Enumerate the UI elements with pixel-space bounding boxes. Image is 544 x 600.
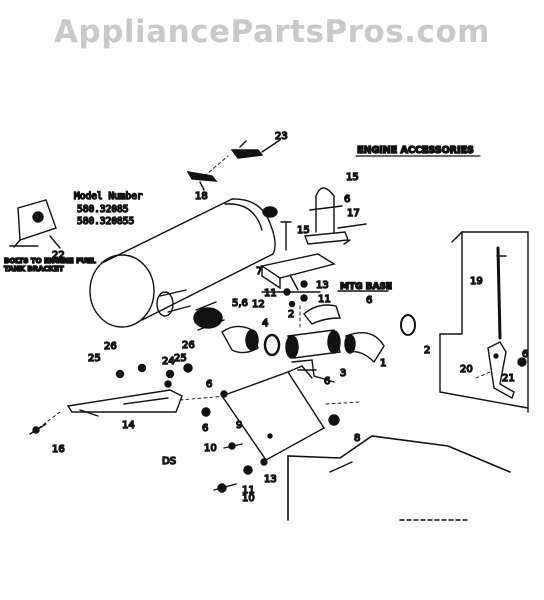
model-number-title: Model Number [74,191,143,202]
part-5-6-pipe [193,301,225,331]
callout-26b: 26 [182,340,195,351]
part-22-bracket [9,199,61,249]
callout-25b: 25 [174,353,187,364]
callout-5-6: 5,6 [232,298,248,309]
part-16-bolt [29,423,47,435]
nut-17 [343,239,351,245]
callout-12: 12 [252,299,265,310]
part-15-bolt [280,221,292,251]
callout-11c: 11 [242,485,255,496]
bolts-note-line1: BOLTS TO ENGINE FUEL [4,257,96,265]
part-2-gasket [263,333,281,357]
callout-24: 24 [162,356,175,367]
callout-22: 22 [52,250,65,261]
model-number-2: 580.320855 [77,216,134,227]
bolts-note-line2: TANK BRACKET [4,265,64,273]
callout-8: 8 [354,433,360,444]
nut-6e [201,407,211,417]
part-18-clip [186,171,218,191]
ds-label: DS [162,456,176,467]
callout-16: 16 [52,444,65,455]
callout-10a: 10 [204,443,217,454]
callout-11a: 11 [264,288,277,299]
lower-bolts [213,442,268,493]
callout-6d: 6 [206,379,212,390]
hardware-left-group [115,363,193,388]
callout-4: 4 [262,318,268,329]
part-9-mounting-plate [220,365,325,461]
part-23-bracket [230,139,281,159]
callout-10b: 10 [242,493,255,504]
callout-15a: 15 [346,172,359,183]
part-2-gasket-right [400,314,416,336]
callout-6f: 6 [522,349,528,360]
part-15-u-bolt [304,187,349,245]
leader-17 [337,223,367,229]
callout-23: 23 [275,131,288,142]
part-19-tube [496,246,507,340]
hardware-stack [261,280,321,308]
part-8-nut [328,414,340,426]
watermark: AppliancePartsPros.com [54,14,490,50]
callout-13a: 13 [316,280,329,291]
callout-6b: 6 [366,295,372,306]
part-20-bracket [487,341,515,400]
assembly-lines [35,155,491,431]
callout-26a: 26 [104,341,117,352]
part-3-coupling [285,304,341,359]
callout-19: 19 [470,276,483,287]
callout-6a: 6 [344,194,350,205]
mtg-base-label: MTG BASE [340,282,392,292]
part-7-mounting-bracket [260,253,336,291]
nut-6d [220,390,228,398]
muffler [89,198,278,328]
part-21-nut [517,357,527,367]
part-1-elbow [344,332,385,364]
inset-frame [439,231,529,413]
callout-3: 3 [340,368,346,379]
callout-1: 1 [380,358,386,369]
callout-21: 21 [502,373,515,384]
callout-11b: 11 [318,294,331,305]
callout-18: 18 [195,191,208,202]
callout-9: 9 [236,420,242,431]
part-14-strap [66,389,183,417]
callout-13b: 13 [264,474,277,485]
model-number-1: 580.32085 [77,204,128,215]
callout-14: 14 [122,420,135,431]
engine-outline [287,435,511,521]
callout-17: 17 [347,208,360,219]
callout-15b: 15 [297,225,310,236]
callout-6e: 6 [202,423,208,434]
part-4-elbow [221,325,259,354]
engine-outline-detail [329,461,353,473]
part-6-clamp-bracket [291,359,335,383]
callout-6c: 6 [324,376,330,387]
callout-2a: 2 [288,309,294,320]
callout-25a: 25 [88,353,101,364]
callout-20: 20 [460,364,473,375]
callout-2b: 2 [424,345,430,356]
callout-7: 7 [256,266,262,277]
section-header: ENGINE ACCESSORIES [357,145,474,156]
